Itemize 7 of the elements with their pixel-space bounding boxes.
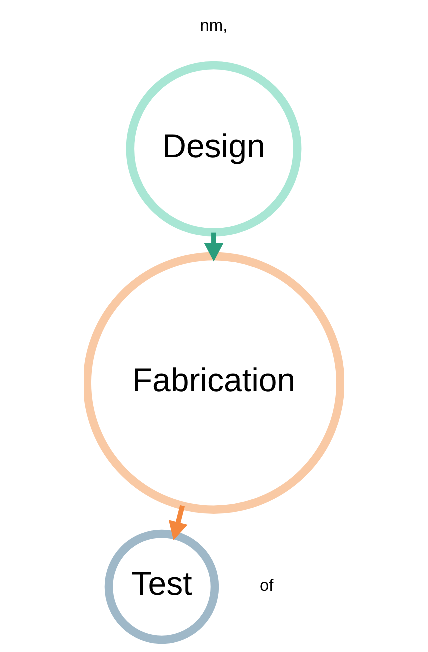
node-circle: Test <box>104 530 220 644</box>
arrow <box>168 505 188 541</box>
label: of <box>260 577 274 596</box>
label: nm, <box>200 16 228 35</box>
node-circle: Design <box>126 61 302 237</box>
arrow <box>204 232 224 262</box>
node-circle: Fabrication <box>84 252 344 514</box>
